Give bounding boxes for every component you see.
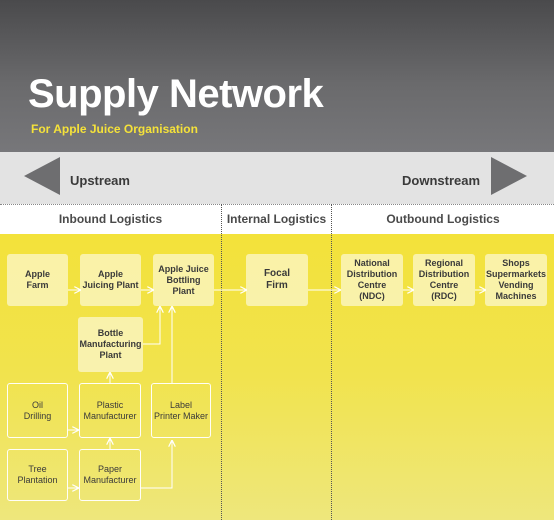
section-inbound-logistics: Inbound Logistics: [0, 204, 221, 234]
node-label: Focal Firm: [263, 268, 291, 291]
left-arrow-icon: [24, 157, 60, 195]
node-label: Regional Distribution Centre (RDC): [418, 258, 470, 301]
node-apple-juice-bottling-plant: Apple Juice Bottling Plant: [153, 254, 214, 306]
node-plastic-manufacturer: Plastic Manufacturer: [79, 383, 141, 438]
node-label: Oil Drilling: [23, 399, 52, 421]
right-arrow-icon: [491, 157, 527, 195]
section-outbound-logistics: Outbound Logistics: [332, 204, 554, 234]
page-subtitle: For Apple Juice Organisation: [31, 122, 198, 136]
node-label: Apple Farm: [24, 269, 50, 290]
node-rdc: Regional Distribution Centre (RDC): [413, 254, 475, 306]
node-focal-firm: Focal Firm: [246, 254, 308, 306]
node-label: Plastic Manufacturer: [83, 399, 137, 421]
section-divider-2: [331, 204, 332, 520]
node-tree-plantation: Tree Plantation: [7, 449, 68, 501]
node-apple-juicing-plant: Apple Juicing Plant: [80, 254, 141, 306]
section-internal-logistics: Internal Logistics: [222, 204, 331, 234]
upstream-label: Upstream: [70, 173, 130, 188]
node-label: Bottle Manufacturing Plant: [79, 328, 142, 360]
section-divider-1: [221, 204, 222, 520]
node-oil-drilling: Oil Drilling: [7, 383, 68, 438]
node-paper-manufacturer: Paper Manufacturer: [79, 449, 141, 501]
node-bottle-manufacturing-plant: Bottle Manufacturing Plant: [78, 317, 143, 372]
node-shops: Shops Supermarkets Vending Machines: [485, 254, 547, 306]
direction-bar: [0, 152, 554, 204]
node-label: National Distribution Centre (NDC): [346, 258, 398, 301]
node-label: Tree Plantation: [17, 464, 58, 485]
node-label: Shops Supermarkets Vending Machines: [485, 258, 547, 301]
downstream-label: Downstream: [402, 173, 481, 188]
page-title: Supply Network: [28, 72, 324, 116]
node-label: Apple Juice Bottling Plant: [158, 263, 209, 296]
node-ndc: National Distribution Centre (NDC): [341, 254, 403, 306]
node-label-printer-maker: Label Printer Maker: [151, 383, 211, 438]
node-label: Paper Manufacturer: [83, 464, 137, 485]
section-top-divider: [0, 204, 554, 205]
node-label: Apple Juicing Plant: [82, 269, 139, 290]
header-banner: Supply Network For Apple Juice Organisat…: [0, 0, 554, 152]
node-label: Label Printer Maker: [153, 399, 208, 421]
node-apple-farm: Apple Farm: [7, 254, 68, 306]
